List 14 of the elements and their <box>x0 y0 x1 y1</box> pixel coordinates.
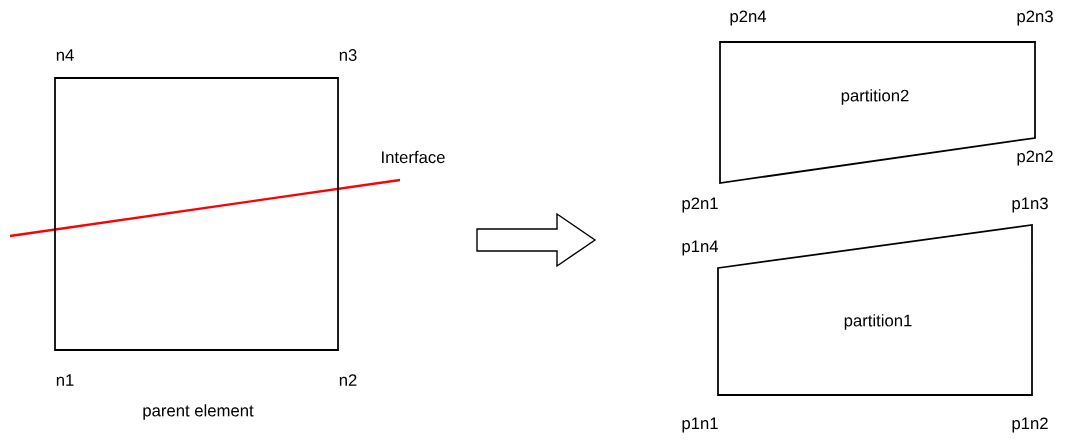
corner-label: p1n3 <box>1012 197 1048 213</box>
corner-label: n3 <box>339 49 357 61</box>
corner-label: p1n1 <box>682 417 718 433</box>
corner-label: p1n4 <box>682 240 719 256</box>
corner-label: n1 <box>56 374 74 386</box>
corner-label: p1n2 <box>1012 417 1048 433</box>
node-label: parent element <box>143 404 254 420</box>
corner-label: p2n2 <box>1017 150 1053 166</box>
interface-label: Interface <box>382 150 445 164</box>
corner-label: p2n1 <box>682 197 718 213</box>
corner-label: n4 <box>56 49 74 61</box>
corner-label: n2 <box>339 374 357 386</box>
corner-label: p2n3 <box>1017 10 1053 26</box>
corner-label: p2n4 <box>730 10 767 26</box>
